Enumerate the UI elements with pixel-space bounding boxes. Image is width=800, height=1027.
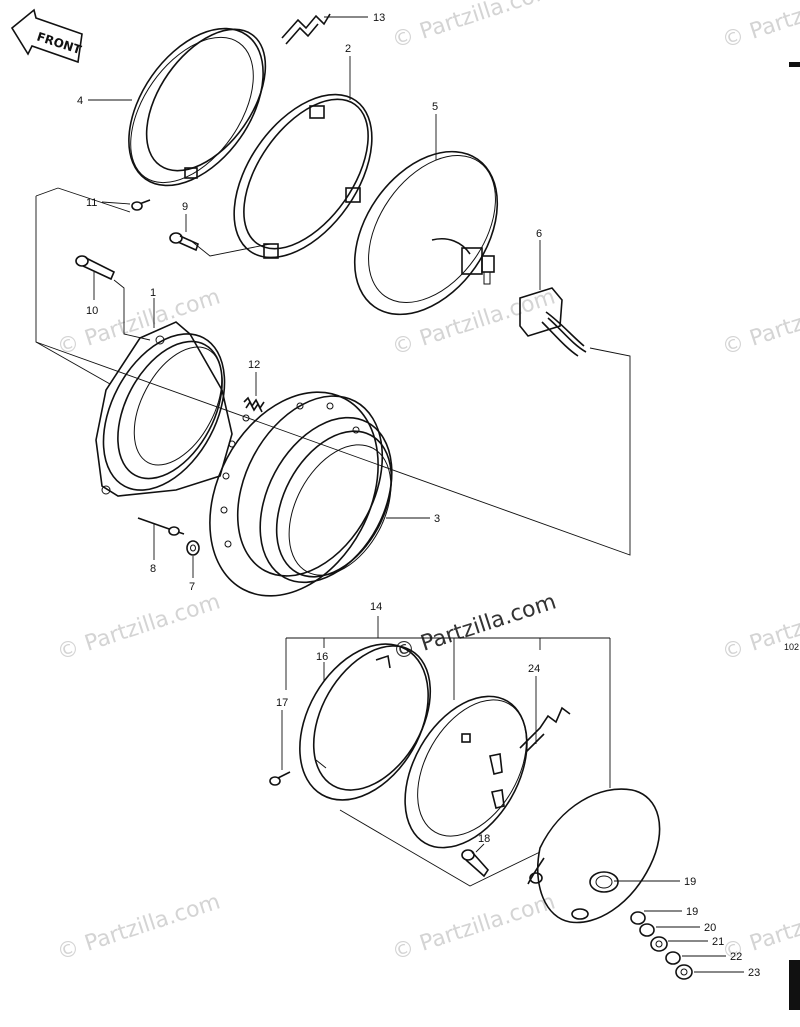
headlight-case-part bbox=[209, 391, 393, 597]
lens-unit-part bbox=[404, 695, 528, 849]
screw-11-part bbox=[131, 199, 151, 211]
callout-14: 14 bbox=[370, 601, 382, 613]
callout-12: 12 bbox=[248, 359, 260, 371]
callout-5: 5 bbox=[432, 101, 438, 113]
callout-20: 20 bbox=[704, 922, 716, 934]
bolt-8-part bbox=[137, 517, 185, 536]
callout-labels: 13 2 4 5 6 11 9 10 1 12 3 8 7 14 16 24 1… bbox=[77, 12, 760, 979]
callout-24: 24 bbox=[528, 663, 540, 675]
callout-16: 16 bbox=[316, 651, 328, 663]
group-outline-upper bbox=[35, 187, 631, 556]
mounting-band-part bbox=[233, 93, 373, 259]
callout-19b: 19 bbox=[686, 906, 698, 918]
watermark: © Partzilla.com bbox=[719, 0, 800, 54]
watermark: © Partzilla.com bbox=[719, 589, 800, 665]
rim-ring-part bbox=[128, 27, 267, 187]
screw-17-part bbox=[269, 771, 291, 786]
watermark: © Partzilla.com bbox=[719, 284, 800, 360]
watermark: © Partzilla.com bbox=[389, 284, 558, 360]
callout-2: 2 bbox=[345, 43, 351, 55]
leader-lines bbox=[88, 16, 744, 973]
callout-3: 3 bbox=[434, 513, 440, 525]
callout-11: 11 bbox=[86, 197, 97, 209]
clip-24-part bbox=[519, 706, 571, 753]
group-outline-lower bbox=[285, 616, 611, 887]
housing-bracket-part bbox=[95, 321, 233, 497]
spring-12-part bbox=[243, 396, 265, 413]
callout-22: 22 bbox=[730, 951, 742, 963]
watermark: © Partzilla.com bbox=[54, 889, 223, 965]
edge-mark bbox=[789, 960, 800, 1010]
grommet-19-part bbox=[630, 911, 646, 925]
callout-7: 7 bbox=[189, 581, 195, 593]
callout-6: 6 bbox=[536, 228, 542, 240]
socket-connector-part bbox=[519, 287, 587, 357]
sealed-beam-part bbox=[353, 150, 499, 316]
callout-23: 23 bbox=[748, 967, 760, 979]
edge-mark bbox=[789, 62, 800, 67]
side-code: 102 bbox=[784, 642, 799, 652]
nut-21-part bbox=[650, 936, 668, 952]
callout-17: 17 bbox=[276, 697, 288, 709]
callout-13: 13 bbox=[373, 12, 385, 24]
watermark: © Partzilla.com bbox=[54, 589, 223, 665]
callout-1: 1 bbox=[150, 287, 156, 299]
callout-19: 19 bbox=[684, 876, 696, 888]
washer-22-part bbox=[665, 951, 681, 965]
bolt-18-part bbox=[461, 849, 490, 878]
washer-20-part bbox=[639, 923, 655, 937]
back-housing-part bbox=[527, 788, 661, 924]
front-arrow: FRONT bbox=[10, 8, 84, 64]
callout-18: 18 bbox=[478, 833, 490, 845]
bolt-9-part bbox=[169, 232, 199, 252]
rim-16-part bbox=[299, 643, 432, 801]
callout-10: 10 bbox=[86, 305, 98, 317]
spring-clip-part bbox=[281, 13, 331, 45]
watermark: © Partzilla.com bbox=[389, 0, 558, 54]
callout-8: 8 bbox=[150, 563, 156, 575]
callout-21: 21 bbox=[712, 936, 724, 948]
nut-23-part bbox=[675, 964, 693, 980]
callout-9: 9 bbox=[182, 201, 188, 213]
callout-4: 4 bbox=[77, 95, 83, 107]
watermark: © Partzilla.com bbox=[389, 889, 558, 965]
bolt-10-part bbox=[75, 255, 116, 281]
nut-7-part bbox=[186, 540, 200, 556]
